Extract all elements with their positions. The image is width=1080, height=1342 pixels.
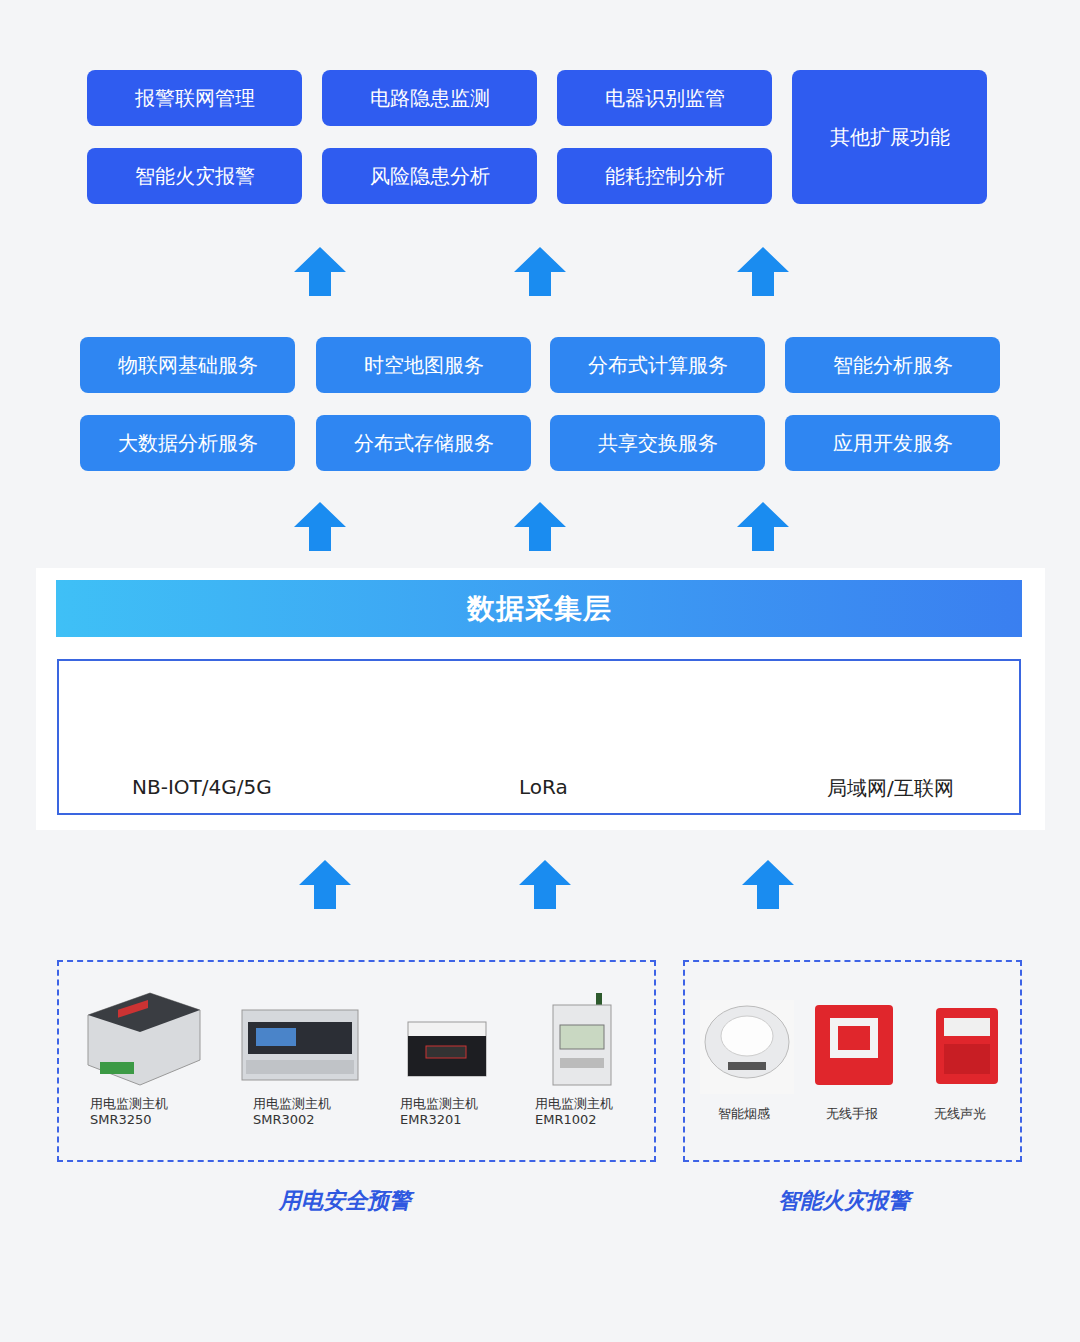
network-box: NB-IOT/4G/5G LoRa 局域网/互联网 xyxy=(57,659,1021,815)
function-box: 报警联网管理 xyxy=(87,70,302,126)
function-box: 其他扩展功能 xyxy=(792,70,987,204)
service-box: 分布式计算服务 xyxy=(550,337,765,393)
node-text: 用电安全预警 xyxy=(279,1186,411,1216)
function-box: 电器识别监管 xyxy=(557,70,772,126)
service-box: 大数据分析服务 xyxy=(80,415,295,471)
layer-band: 数据采集层 xyxy=(56,580,1022,637)
device-caption: 用电监测主机 SMR3250 xyxy=(90,1096,200,1129)
box-label: 电器识别监管 xyxy=(605,85,725,112)
function-box: 智能火灾报警 xyxy=(87,148,302,204)
device-emr1002 xyxy=(553,993,611,1085)
service-box: 应用开发服务 xyxy=(785,415,1000,471)
function-box: 能耗控制分析 xyxy=(557,148,772,204)
box-label: 物联网基础服务 xyxy=(118,352,258,379)
device-sounder-strobe xyxy=(936,1008,998,1084)
node-text: 局域网/互联网 xyxy=(827,775,954,802)
service-box: 时空地图服务 xyxy=(316,337,531,393)
device-emr3201 xyxy=(408,1022,486,1076)
box-label: 分布式存储服务 xyxy=(354,430,494,457)
box-label: 应用开发服务 xyxy=(833,430,953,457)
box-label: 电路隐患监测 xyxy=(370,85,490,112)
device-smr3002 xyxy=(242,1010,358,1080)
group-box: 智能火灾报警 xyxy=(683,960,1022,1162)
function-box: 电路隐患监测 xyxy=(322,70,537,126)
box-label: 大数据分析服务 xyxy=(118,430,258,457)
device-caption: 无线声光 xyxy=(910,1106,1010,1122)
device-caption: 智能烟感 xyxy=(694,1106,794,1122)
box-label: 智能火灾报警 xyxy=(135,163,255,190)
box-label: 报警联网管理 xyxy=(135,85,255,112)
service-box: 智能分析服务 xyxy=(785,337,1000,393)
box-label: 风险隐患分析 xyxy=(370,163,490,190)
function-box: 风险隐患分析 xyxy=(322,148,537,204)
group-box: 用电安全预警 xyxy=(57,960,656,1162)
node-text: 智能火灾报警 xyxy=(778,1186,910,1216)
box-label: 其他扩展功能 xyxy=(830,124,950,151)
node-text: NB-IOT/4G/5G xyxy=(132,775,272,799)
service-box: 物联网基础服务 xyxy=(80,337,295,393)
device-smoke-detector xyxy=(700,1000,794,1094)
device-manual-call-point xyxy=(815,1005,893,1085)
service-box: 分布式存储服务 xyxy=(316,415,531,471)
box-label: 分布式计算服务 xyxy=(588,352,728,379)
box-label: 时空地图服务 xyxy=(364,352,484,379)
collection-panel xyxy=(36,568,1045,830)
box-label: 数据采集层 xyxy=(467,590,612,628)
service-box: 共享交换服务 xyxy=(550,415,765,471)
device-caption: 用电监测主机 EMR1002 xyxy=(535,1096,645,1129)
node-text: LoRa xyxy=(519,775,568,799)
box-label: 共享交换服务 xyxy=(598,430,718,457)
device-caption: 用电监测主机 EMR3201 xyxy=(400,1096,510,1129)
device-smr3250 xyxy=(88,993,200,1085)
device-caption: 无线手报 xyxy=(802,1106,902,1122)
device-caption: 用电监测主机 SMR3002 xyxy=(253,1096,363,1129)
box-label: 能耗控制分析 xyxy=(605,163,725,190)
box-label: 智能分析服务 xyxy=(833,352,953,379)
